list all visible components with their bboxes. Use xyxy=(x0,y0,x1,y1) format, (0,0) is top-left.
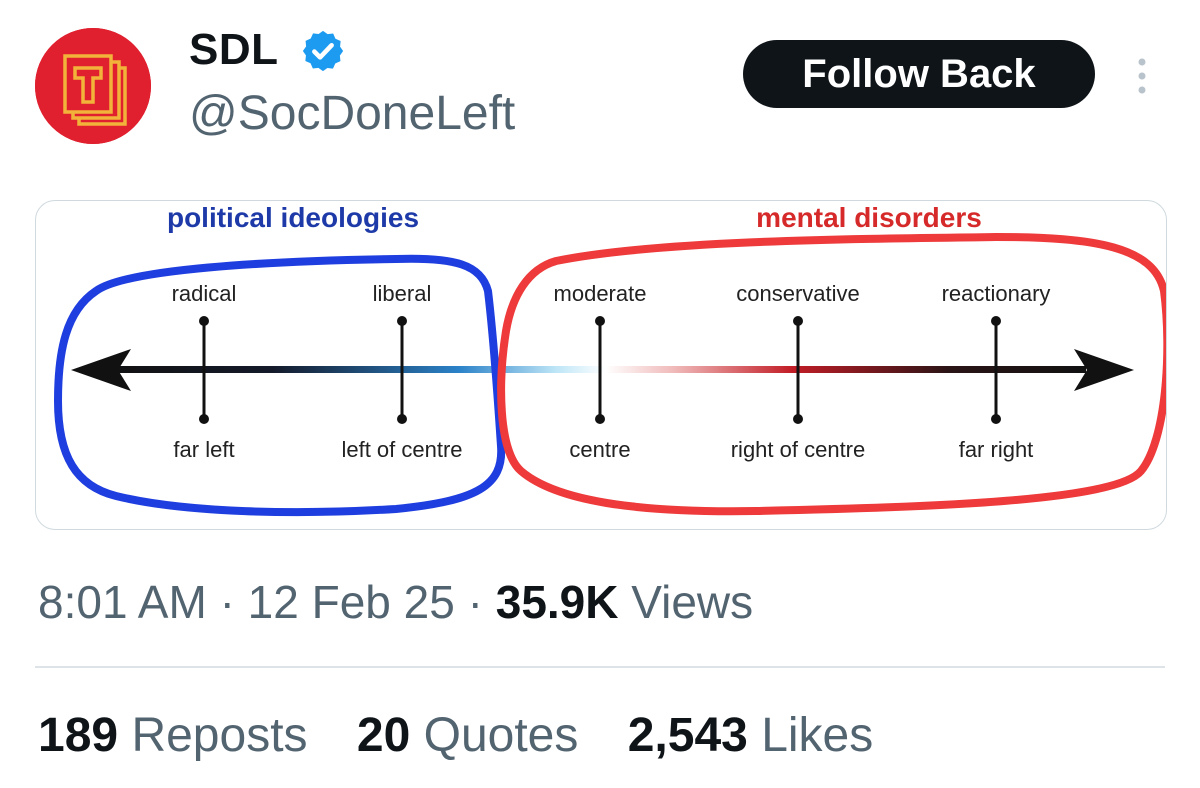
right-arrowhead xyxy=(1074,349,1134,391)
label-far-right: far right xyxy=(959,437,1034,462)
more-options-icon[interactable] xyxy=(1128,56,1156,96)
meta-separator: · xyxy=(219,576,235,628)
tweet-time[interactable]: 8:01 AM xyxy=(38,576,207,628)
meta-separator: · xyxy=(467,576,483,628)
views-count: 35.9K xyxy=(495,576,619,628)
left-title: political ideologies xyxy=(167,202,419,233)
tweet-date[interactable]: 12 Feb 25 xyxy=(247,576,455,628)
avatar[interactable] xyxy=(35,28,151,144)
spectrum-diagram: political ideologies mental disorders ra… xyxy=(54,202,1166,517)
left-arrowhead xyxy=(71,349,131,391)
book-t-logo-icon xyxy=(35,28,151,144)
blue-circle-outline xyxy=(54,254,506,517)
quotes-stat[interactable]: 20 Quotes xyxy=(357,709,579,762)
quotes-count: 20 xyxy=(356,709,411,762)
tick-radical xyxy=(199,316,209,424)
views-label: Views xyxy=(631,576,754,628)
label-radical: radical xyxy=(172,281,237,306)
tick-reactionary xyxy=(991,316,1001,424)
likes-count: 2,543 xyxy=(627,709,748,762)
label-moderate: moderate xyxy=(554,281,647,306)
reposts-count: 189 xyxy=(38,709,119,762)
label-reactionary: reactionary xyxy=(942,281,1051,306)
label-centre: centre xyxy=(569,437,630,462)
divider xyxy=(35,666,1165,668)
tick-conservative xyxy=(793,316,803,424)
engagement-stats: 189 Reposts 20 Quotes 2,543 Likes xyxy=(38,708,909,764)
likes-stat[interactable]: 2,543 Likes xyxy=(628,709,874,762)
tweet-image[interactable]: political ideologies mental disorders ra… xyxy=(35,200,1167,530)
red-circle-outline xyxy=(497,233,1166,516)
display-name[interactable]: SDL xyxy=(189,25,279,74)
tick-liberal xyxy=(397,316,407,424)
follow-back-button[interactable]: Follow Back xyxy=(743,40,1095,108)
quotes-label: Quotes xyxy=(423,709,579,762)
likes-label: Likes xyxy=(761,709,874,762)
label-liberal: liberal xyxy=(373,281,432,306)
tweet-metadata: 8:01 AM · 12 Feb 25 · 35.9K Views xyxy=(38,574,753,630)
label-left-of-centre: left of centre xyxy=(341,437,462,462)
reposts-label: Reposts xyxy=(131,709,308,762)
label-conservative: conservative xyxy=(736,281,860,306)
label-right-of-centre: right of centre xyxy=(731,437,866,462)
user-handle[interactable]: @SocDoneLeft xyxy=(189,87,516,140)
spectrum-axis xyxy=(106,366,1086,373)
reposts-stat[interactable]: 189 Reposts xyxy=(38,709,308,762)
label-far-left: far left xyxy=(173,437,234,462)
verified-badge-icon[interactable] xyxy=(300,28,346,74)
tick-moderate xyxy=(595,316,605,424)
right-title: mental disorders xyxy=(756,202,982,233)
